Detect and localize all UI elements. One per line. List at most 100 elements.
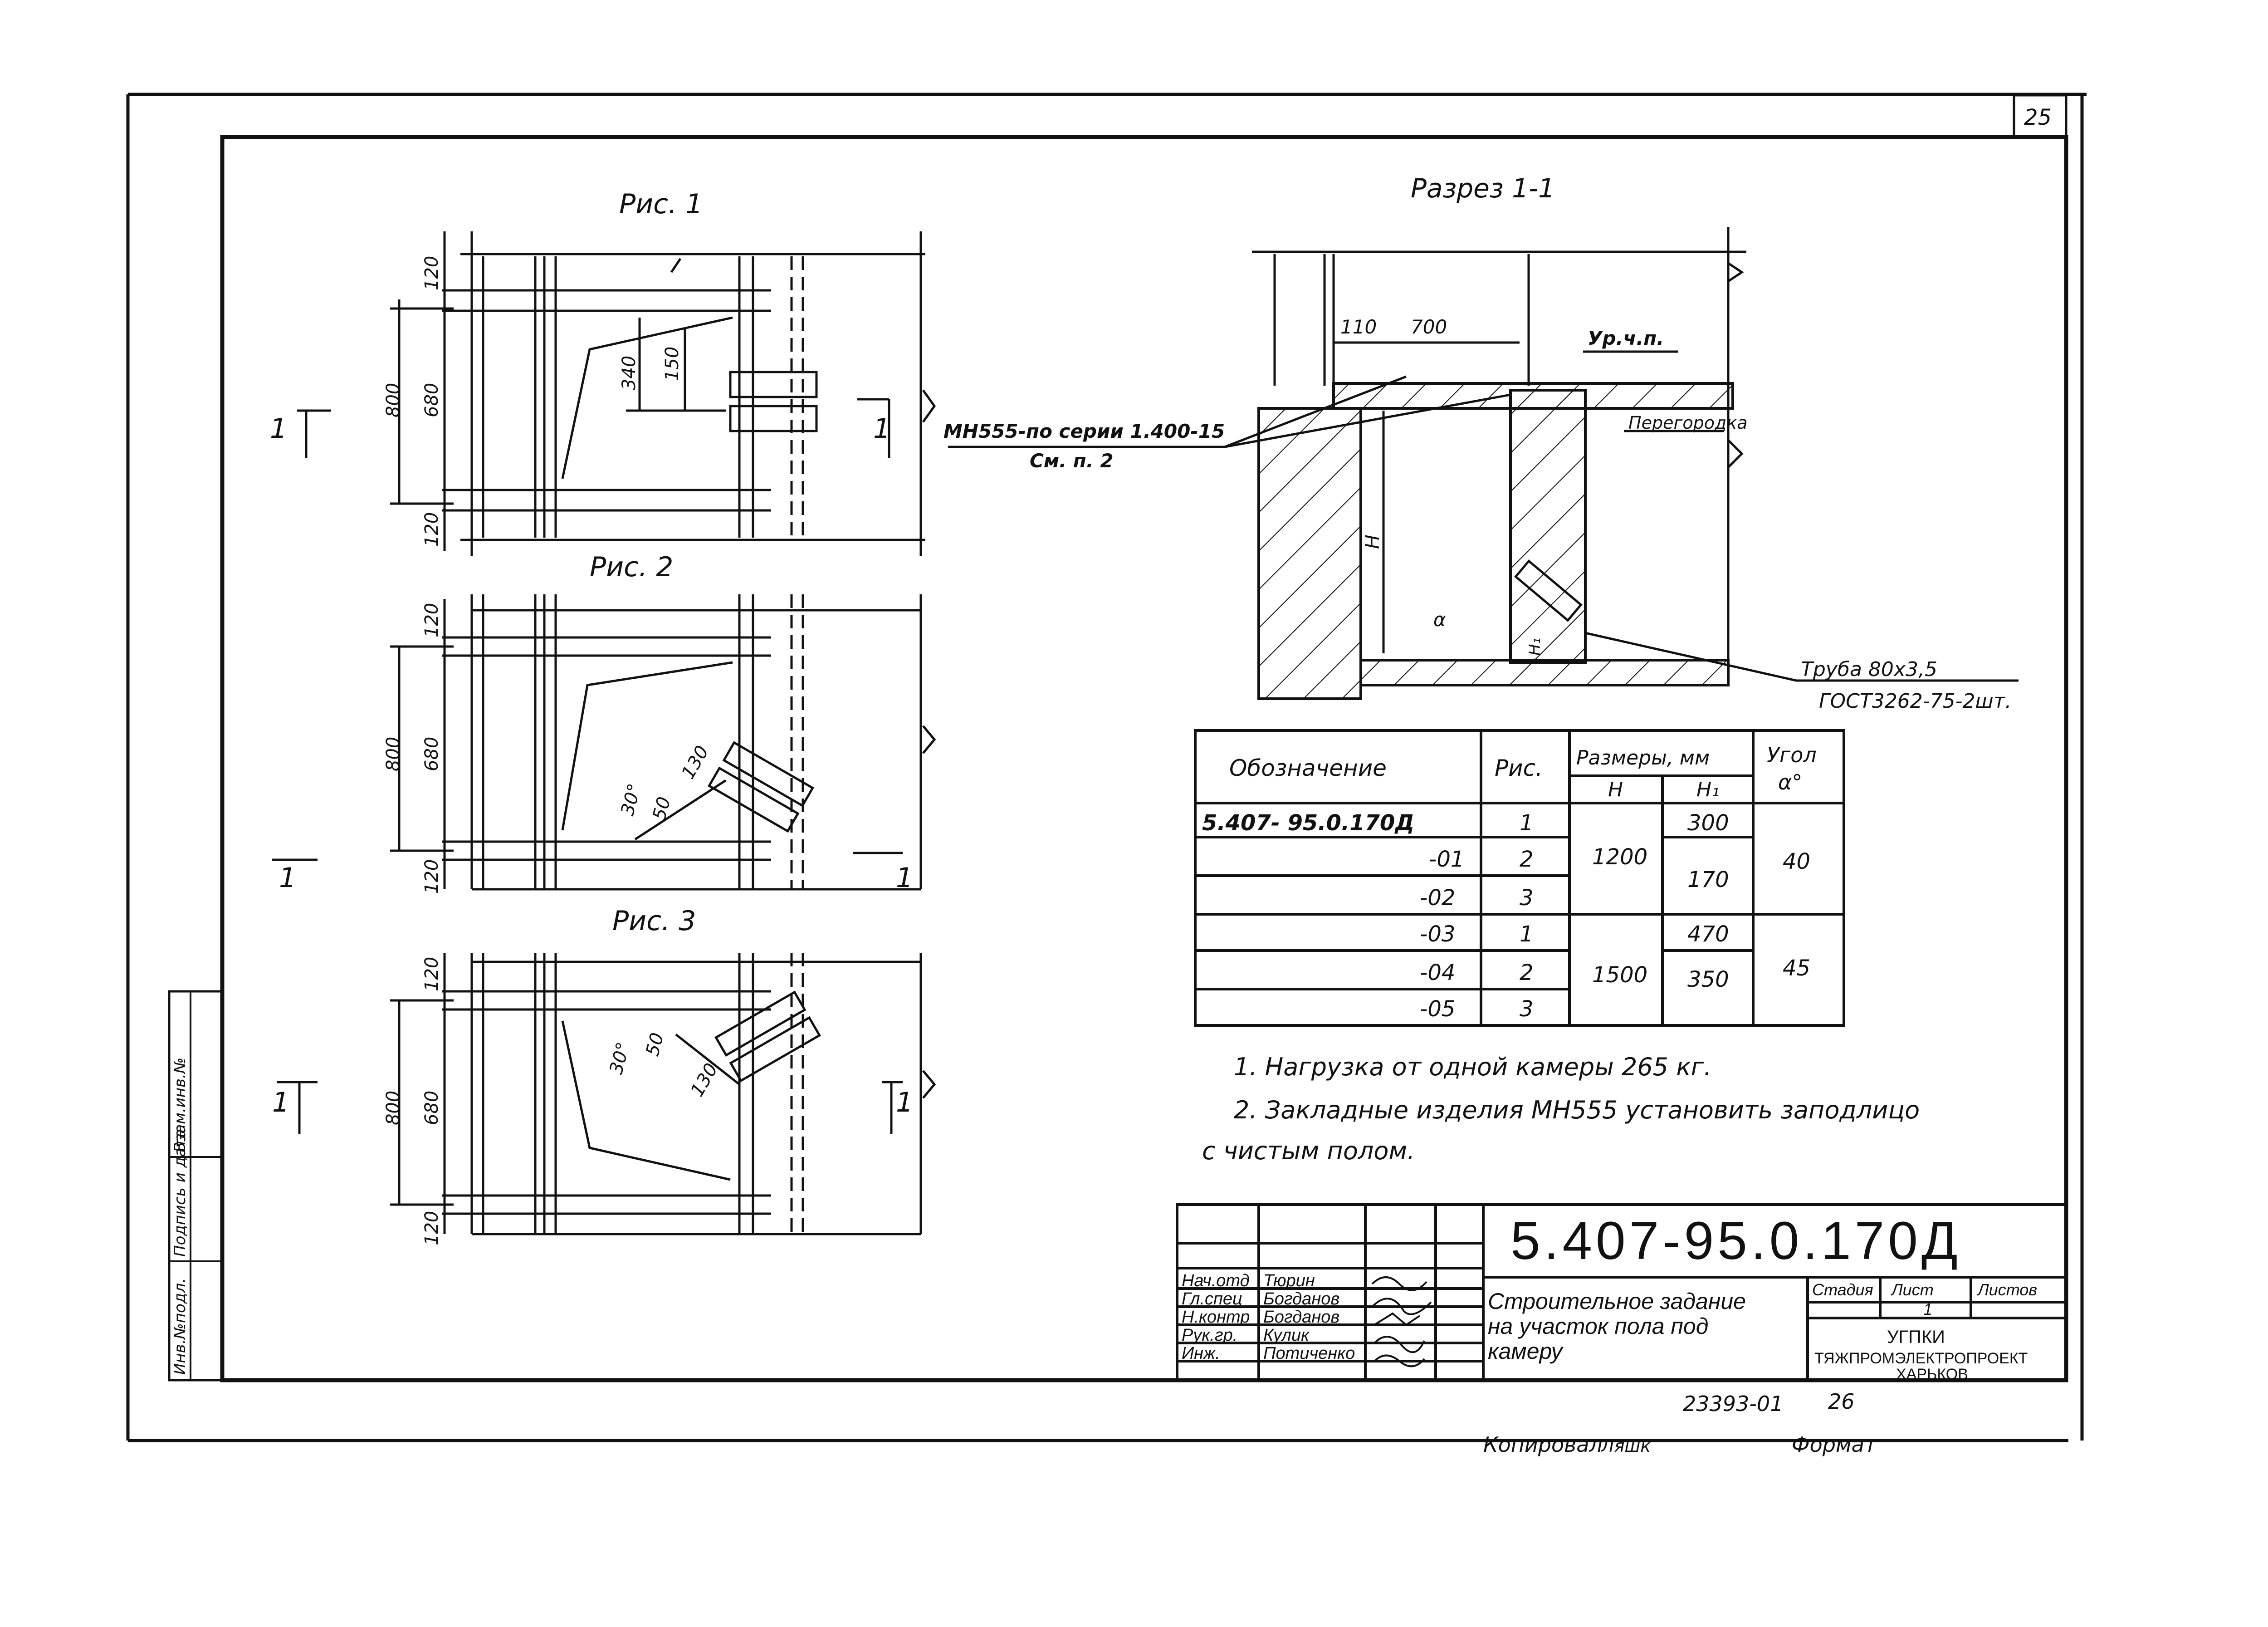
pipe-note-2: ГОСТ3262-75-2шт. [1819, 690, 2011, 713]
name-5: Потиченко [1263, 1344, 1355, 1363]
side-stamp [168, 990, 224, 1382]
pipe-note-1: Труба 80х3,5 [1801, 658, 1937, 681]
row-fig: 2 [1520, 960, 1534, 985]
name-2: Богданов [1263, 1289, 1339, 1308]
inventory-number: 23393-01 [1683, 1392, 1783, 1416]
th-angle-2: α° [1778, 770, 1802, 794]
th-h: Н [1608, 778, 1623, 801]
partition-label: Перегородка [1628, 413, 1748, 433]
side-labels: Инв.№подл. Подпись и дата Взам.инв.№ [171, 1058, 189, 1375]
org-line-2: ТЯЖПРОМЭЛЕКТРОПРОЕКТ [1814, 1350, 2028, 1367]
copied-by: Копировал [1483, 1432, 1603, 1457]
role-5: Инж. [1182, 1344, 1220, 1363]
fig1-dim-120-bottom: 120 [421, 512, 442, 547]
side-label-replacement: Взам.инв.№ [171, 1058, 189, 1152]
fig2-dim-50: 50 [649, 795, 675, 823]
row-h1: 170 [1687, 867, 1729, 892]
row-fig: 2 [1520, 847, 1534, 872]
angle-group-1: 40 [1783, 849, 1810, 874]
role-4: Рук.гр. [1182, 1326, 1237, 1345]
row-h1: 300 [1687, 810, 1729, 836]
fig1-section-mark-right: 1 [873, 413, 890, 445]
copier-sign: Ляшк [1600, 1436, 1651, 1456]
org-line-3: ХАРЬКОВ [1896, 1366, 1968, 1383]
page-number: 25 [2024, 105, 2052, 130]
fig1-dim-120-top: 120 [421, 256, 442, 290]
row-h1: 350 [1687, 967, 1729, 992]
fig1-dim-340: 340 [619, 356, 640, 390]
note-1: 1. Нагрузка от одной камеры 265 кг. [1234, 1053, 1711, 1081]
side-label-signature: Подпись и дата [171, 1129, 189, 1257]
fig2-dim-800: 800 [383, 737, 404, 771]
th-sizes: Размеры, мм [1576, 746, 1710, 769]
section-view: Разрез 1-1 [943, 173, 2019, 713]
row-fig: 3 [1520, 996, 1534, 1022]
drawing-title-2: на участок пола под [1488, 1313, 1708, 1339]
figure-2: Рис. 2 [272, 551, 936, 894]
row-designation: -01 [1429, 847, 1464, 872]
fig3-section-mark-left: 1 [272, 1087, 289, 1118]
fig2-dim-120-bottom: 120 [421, 859, 442, 894]
name-1: Тюрин [1263, 1271, 1315, 1290]
th-angle-1: Угол [1767, 743, 1817, 767]
fig3-dim-50: 50 [642, 1031, 668, 1059]
angle-group-2: 45 [1783, 956, 1810, 981]
alpha-label: α [1433, 608, 1446, 631]
role-3: Н.контр [1182, 1308, 1250, 1327]
fig1-dim-680: 680 [421, 383, 442, 417]
h-label: Н [1361, 534, 1383, 549]
fig3-dim-120-top: 120 [421, 957, 442, 991]
fig3-dim-120-bottom: 120 [421, 1211, 442, 1245]
section-title: Разрез 1-1 [1411, 173, 1555, 204]
drawing-title-3: камеру [1488, 1338, 1564, 1364]
fig2-title: Рис. 2 [590, 551, 673, 583]
stage-label: Стадия [1812, 1280, 1873, 1299]
notes: 1. Нагрузка от одной камеры 265 кг. 2. З… [1202, 1053, 1920, 1165]
sheet-label: Лист [1891, 1280, 1934, 1299]
drawing-title-1: Строительное задание [1488, 1289, 1746, 1314]
row-fig: 1 [1520, 810, 1534, 836]
format-label: Формат [1792, 1432, 1877, 1457]
fig1-title: Рис. 1 [619, 188, 703, 220]
fig3-angle-30: 30° [606, 1040, 634, 1076]
doc-code: 5.407-95.0.170Д [1510, 1211, 1961, 1271]
fig2-dim-120-top: 120 [421, 603, 442, 637]
signature-marks [1371, 1276, 1432, 1367]
fig3-dim-800: 800 [383, 1091, 404, 1125]
title-block: 5.407-95.0.170Д Нач.отд Гл.спец Н.контр … [1176, 1203, 2068, 1383]
fig2-dim-680: 680 [421, 737, 442, 771]
figure-3: Рис. 3 [272, 905, 936, 1245]
fig2-angle-30: 30° [617, 781, 645, 818]
fig1-dim-800: 800 [383, 383, 404, 417]
h-group-2: 1500 [1592, 962, 1647, 988]
row-fig: 1 [1520, 921, 1534, 947]
row-designation: -04 [1420, 960, 1455, 985]
sheet-value: 1 [1923, 1300, 1932, 1318]
name-3: Богданов [1263, 1308, 1339, 1327]
section-dim-700: 700 [1411, 316, 1447, 338]
org-line-1: УГПКИ [1887, 1327, 1945, 1347]
partition-wall [1509, 389, 1587, 664]
th-designation: Обозначение [1229, 755, 1387, 781]
specification-table: Обозначение Рис. Размеры, мм Н Н₁ Угол α… [1194, 729, 1845, 1027]
section-dim-110: 110 [1340, 316, 1377, 338]
embed-note-2: См. п. 2 [1030, 450, 1114, 472]
th-fig: Рис. [1495, 755, 1543, 781]
figure-1: Рис. 1 [270, 188, 936, 556]
role-2: Гл.спец [1182, 1289, 1242, 1308]
row-h1: 470 [1687, 921, 1729, 947]
row-designation: 5.407- 95.0.170Д [1202, 810, 1414, 836]
embed-note-1: МН555-по серии 1.400-15 [943, 420, 1225, 442]
th-h1: Н₁ [1696, 778, 1720, 801]
h-group-1: 1200 [1592, 844, 1647, 870]
row-designation: -02 [1420, 885, 1455, 911]
inner-frame [220, 135, 2068, 1382]
side-label-inventory: Инв.№подл. [171, 1278, 189, 1375]
left-wall-hatch [1257, 407, 1362, 700]
fig2-section-mark-left: 1 [279, 862, 296, 894]
row-fig: 3 [1520, 885, 1534, 911]
h1-label: Н₁ [1526, 638, 1544, 656]
row-designation: -03 [1420, 921, 1455, 947]
fig3-title: Рис. 3 [612, 905, 696, 937]
